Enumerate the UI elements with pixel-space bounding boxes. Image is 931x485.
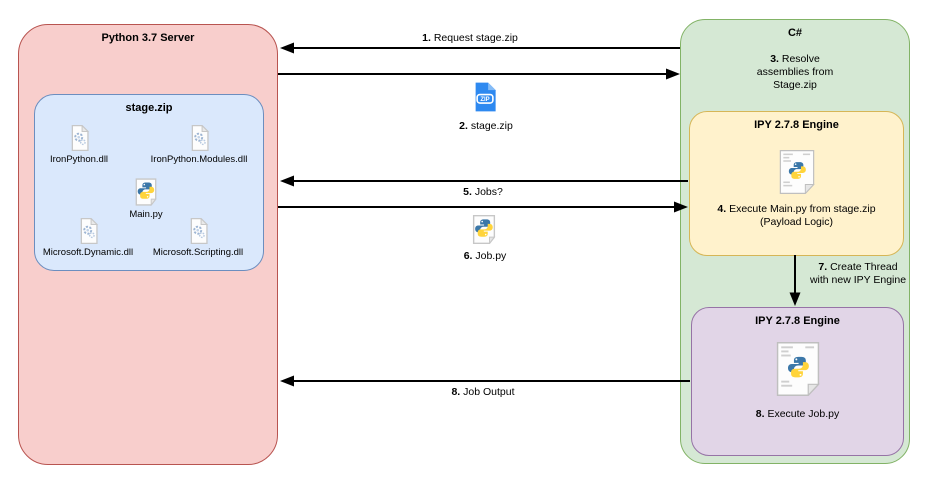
dll-file-icon bbox=[191, 125, 209, 151]
python-file-icon bbox=[135, 178, 157, 206]
python-server-box: Python 3.7 Server stage.zip IronPython.d… bbox=[18, 24, 278, 465]
message-5-label: 5. Jobs? bbox=[463, 186, 503, 198]
ipy-engine-2-box: IPY 2.7.8 Engine 8. Execute Job.py bbox=[691, 307, 904, 456]
engine1-step-number: 4. bbox=[717, 203, 727, 215]
message-7-label: 7. Create Thread with new IPY Engine bbox=[809, 261, 907, 286]
message-1-label: 1. Request stage.zip bbox=[422, 32, 518, 44]
dll-file-icon bbox=[190, 218, 208, 244]
ipy-engine-2-title: IPY 2.7.8 Engine bbox=[755, 315, 840, 327]
ipy-engine-1-box: IPY 2.7.8 Engine 4. Execute Main.py from bbox=[689, 111, 904, 256]
note-step-number: 3. bbox=[770, 53, 779, 65]
arrow-2-head bbox=[666, 68, 680, 80]
engine1-caption: 4. Execute Main.py from stage.zip (Paylo… bbox=[717, 203, 876, 228]
file-label-microsoft-dynamic-dll: Microsoft.Dynamic.dll bbox=[42, 247, 134, 258]
resolve-assemblies-note: 3. Resolve assemblies from Stage.zip bbox=[756, 53, 834, 91]
arrow-5-head bbox=[280, 175, 294, 187]
python-server-title: Python 3.7 Server bbox=[101, 32, 195, 44]
message-6-label: 6. Job.py bbox=[463, 250, 507, 262]
message-2-label: 2. stage.zip bbox=[459, 120, 513, 132]
file-label-microsoft-scripting-dll: Microsoft.Scripting.dll bbox=[152, 247, 244, 258]
csharp-title: C# bbox=[787, 27, 803, 39]
arrow-1-head bbox=[280, 42, 294, 54]
csharp-box: C# 3. Resolve assemblies from Stage.zip … bbox=[680, 19, 910, 464]
message-8-label: 8. Job Output bbox=[451, 386, 515, 398]
zip-badge-text: ZIP bbox=[480, 97, 489, 103]
file-label-ironpython-dll: IronPython.dll bbox=[49, 154, 109, 165]
arrow-8-head bbox=[280, 375, 294, 387]
file-item-ironpython-dll: IronPython.dll bbox=[19, 125, 139, 165]
file-item-microsoft-dynamic-dll: Microsoft.Dynamic.dll bbox=[28, 218, 148, 258]
python-file-icon bbox=[779, 150, 815, 194]
python-file-icon bbox=[776, 342, 820, 396]
file-item-microsoft-scripting-dll: Microsoft.Scripting.dll bbox=[138, 218, 258, 258]
stage-zip-box: stage.zip IronPython.dll bbox=[34, 94, 264, 271]
python-file-icon bbox=[472, 215, 496, 244]
file-item-main-py: Main.py bbox=[86, 178, 206, 220]
engine2-step-number: 8. bbox=[755, 408, 765, 420]
zip-file-icon: ZIP bbox=[475, 82, 496, 112]
dll-file-icon bbox=[71, 125, 89, 151]
file-label-main-py: Main.py bbox=[129, 209, 163, 220]
dll-file-icon bbox=[80, 218, 98, 244]
ipy-engine-1-title: IPY 2.7.8 Engine bbox=[754, 119, 839, 131]
file-label-ironpython-modules-dll: IronPython.Modules.dll bbox=[150, 154, 248, 165]
file-item-ironpython-modules-dll: IronPython.Modules.dll bbox=[139, 125, 259, 165]
stage-zip-title: stage.zip bbox=[125, 102, 173, 114]
engine2-caption: 8. Execute Job.py bbox=[755, 408, 840, 420]
